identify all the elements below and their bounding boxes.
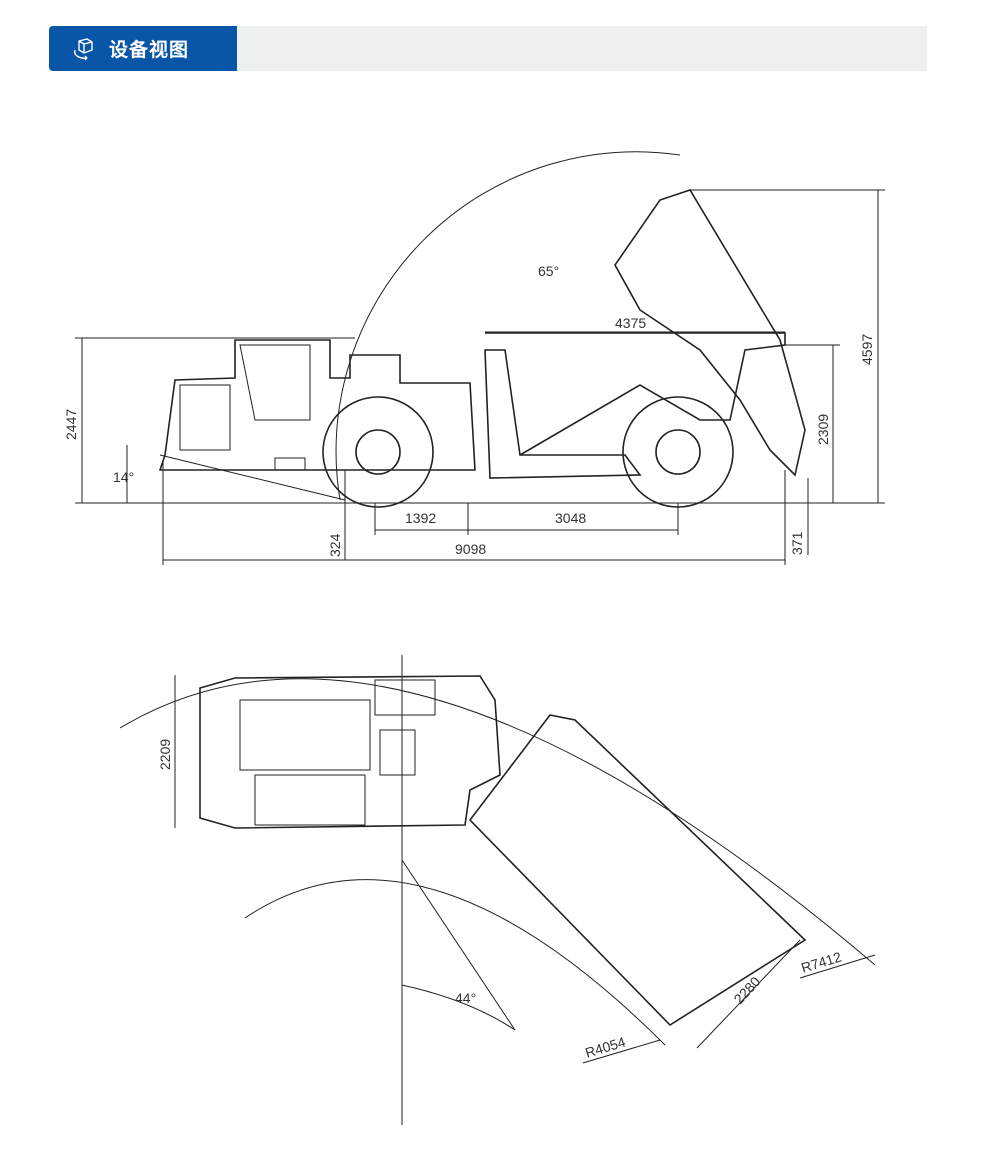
overall-length-label: 9098	[455, 541, 486, 557]
section-title: 设备视图	[109, 40, 190, 61]
dump-box-raised	[614, 189, 806, 477]
front-frame-top	[199, 675, 501, 829]
front-bumper	[159, 454, 346, 501]
articulation-angle-label: 44°	[455, 990, 476, 1006]
dump-angle-label: 65°	[538, 263, 559, 279]
rear-frame	[484, 349, 642, 479]
box-width-label: 2280	[730, 973, 763, 1007]
rear-wheel	[622, 396, 734, 508]
section-tab: 设备视图	[49, 26, 237, 71]
engine-components	[239, 679, 436, 826]
inner-turn-arc	[244, 879, 666, 1046]
raised-height-label: 4597	[859, 334, 875, 365]
front-hub	[355, 429, 401, 475]
ground-clearance-label: 324	[327, 533, 343, 557]
width-label: 2209	[157, 739, 173, 770]
box-height-label: 2309	[815, 414, 831, 445]
wheelbase-label: 3048	[555, 510, 586, 526]
front-frame	[158, 339, 476, 471]
box-length-label: 4375	[615, 315, 646, 331]
articulation-arc	[401, 984, 516, 1031]
front-wheel	[322, 396, 434, 508]
rear-hub	[655, 429, 701, 475]
dump-box-top	[468, 714, 807, 1027]
dump-angle-arc	[335, 151, 681, 501]
overall-height-label: 2447	[63, 409, 79, 440]
rear-clearance-label: 371	[789, 531, 805, 555]
top-view: 2209 44° 2280 R4054 R7412	[119, 655, 876, 1125]
dim-line	[696, 939, 801, 1049]
section-header: 设备视图	[49, 26, 927, 71]
cab-outline	[179, 337, 355, 451]
side-view: 65° 4375 4597 2447 14° 2309 1392 3048 32…	[63, 151, 885, 565]
dump-box-lowered	[485, 332, 786, 456]
front-axle-label: 1392	[405, 510, 436, 526]
cube-rotate-icon	[74, 37, 93, 60]
approach-angle-label: 14°	[113, 469, 134, 485]
dim-line	[582, 1039, 661, 1064]
dim-line	[799, 954, 876, 979]
dim-line	[401, 859, 516, 1031]
outer-turn-arc	[119, 678, 876, 966]
